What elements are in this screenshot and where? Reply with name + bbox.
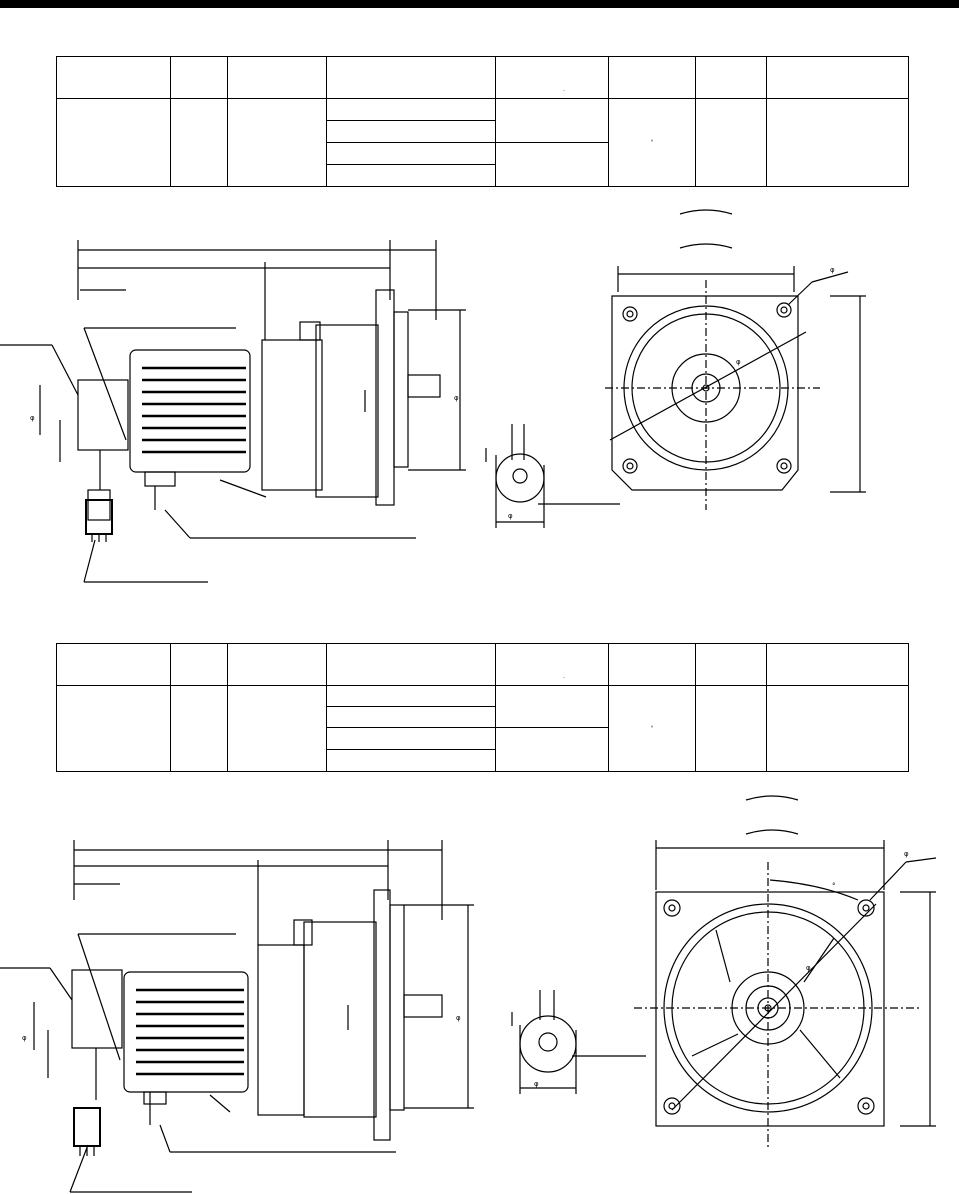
data-cell: ° [608, 685, 696, 772]
header-cell [170, 56, 228, 99]
motor-front-view-1 [605, 266, 866, 510]
dot-mark: . [563, 673, 565, 680]
drawing-2: φ φ φ φ φ ° [0, 795, 937, 1193]
data-cell: ° [608, 98, 696, 187]
diameter-label: φ [30, 414, 35, 422]
motor-side-view-1 [0, 240, 466, 583]
data-cell [326, 685, 496, 707]
header-cell [170, 643, 228, 686]
data-cell [170, 685, 228, 772]
header-cell [227, 643, 327, 686]
header-cell [695, 56, 767, 99]
connector-plug-icon [85, 499, 113, 542]
data-cell [326, 142, 496, 165]
rotation-arrow-icon [745, 795, 799, 835]
data-cell [56, 685, 171, 772]
connector-plug-icon [73, 1107, 101, 1156]
data-cell [495, 727, 609, 772]
shaft-end-view-1 [485, 424, 620, 528]
header-cell [695, 643, 767, 686]
top-border-bar [0, 0, 959, 8]
data-cell [326, 749, 496, 772]
degree-mark: ° [650, 139, 654, 146]
header-cell [56, 56, 171, 99]
diameter-label: φ [806, 964, 811, 972]
rotation-arrow-icon [679, 209, 733, 249]
header-cell [608, 643, 696, 686]
data-cell [695, 685, 767, 772]
mounting-hole-icon [663, 899, 875, 1115]
degree-label: ° [832, 882, 836, 890]
diameter-label: φ [534, 1080, 539, 1088]
data-cell [326, 706, 496, 728]
data-cell [170, 98, 228, 187]
data-cell [495, 685, 609, 728]
spec-table-1: . ° [56, 56, 909, 187]
data-cell [227, 98, 327, 187]
data-cell [495, 142, 609, 187]
data-cell [326, 98, 496, 121]
data-cell [326, 120, 496, 143]
data-cell [495, 98, 609, 143]
data-cell [326, 727, 496, 750]
header-cell: . [495, 643, 609, 686]
header-cell [56, 643, 171, 686]
data-cell [766, 685, 909, 772]
motor-side-view-2 [0, 840, 474, 1193]
diameter-label: φ [508, 512, 513, 520]
header-cell [766, 56, 909, 99]
header-cell [227, 56, 327, 99]
header-cell [326, 643, 496, 686]
data-cell [326, 164, 496, 187]
diameter-label: φ [736, 358, 741, 366]
diameter-label: φ [454, 394, 459, 402]
header-cell [766, 643, 909, 686]
motor-front-view-2 [634, 840, 937, 1150]
diameter-label: φ [830, 266, 835, 274]
drawing-1: φ φ φ φ φ [0, 209, 866, 583]
mounting-hole-icon [622, 302, 792, 474]
header-cell: . [495, 56, 609, 99]
data-cell [227, 685, 327, 772]
diameter-label: φ [456, 1014, 461, 1022]
shaft-end-view-2 [511, 990, 646, 1094]
data-cell [56, 98, 171, 187]
degree-mark: ° [650, 725, 654, 732]
header-cell [608, 56, 696, 99]
header-cell [326, 56, 496, 99]
data-cell [766, 98, 909, 187]
spec-table-2: . ° [56, 643, 909, 772]
diameter-label: φ [904, 850, 909, 858]
diameter-label: φ [22, 1034, 27, 1042]
dot-mark: . [563, 86, 565, 93]
data-cell [695, 98, 767, 187]
